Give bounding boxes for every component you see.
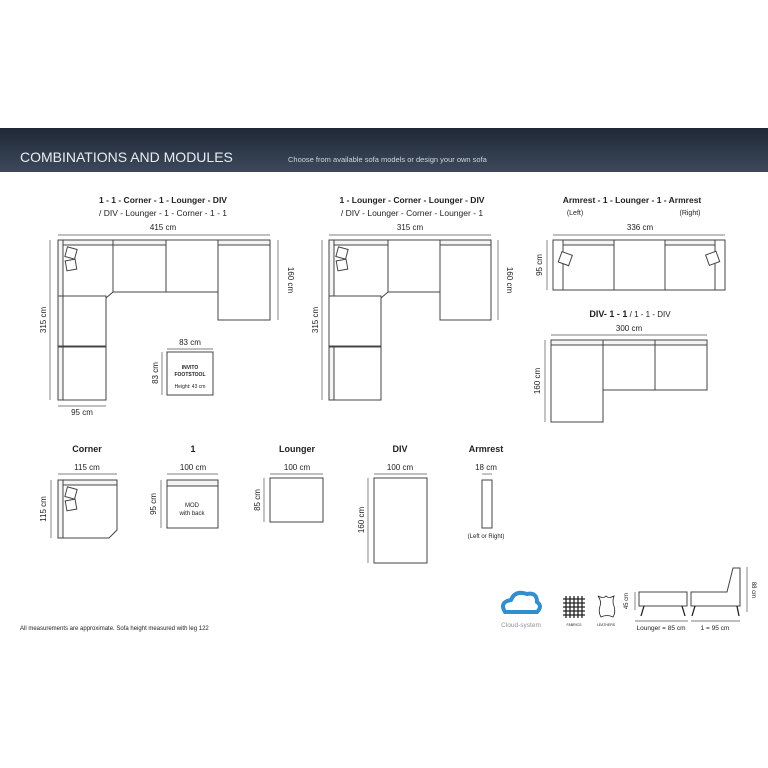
seat-height: 45 cm — [624, 593, 630, 609]
module-name: Armrest — [469, 444, 504, 454]
module-width: 100 cm — [387, 463, 414, 472]
fabrics-icon: FABRICS — [563, 596, 585, 627]
width-label: 300 cm — [616, 324, 643, 333]
module-depth: 85 cm — [253, 489, 262, 511]
right-label: (Right) — [679, 210, 700, 217]
combo-title: 1 - 1 - Corner - 1 - Lounger - DIV — [99, 195, 227, 205]
lounger-depth-label: 160 cm — [286, 267, 295, 294]
footstool-name2: FOOTSTOOL — [174, 372, 205, 378]
left-label: (Left) — [567, 210, 583, 217]
combo-title: 1 - Lounger - Corner - Lounger - DIV — [340, 195, 485, 205]
footer-note: All measurements are approximate. Sofa h… — [20, 626, 209, 632]
module-label: MOD — [185, 503, 200, 509]
module-name: 1 — [190, 444, 195, 454]
depth-label: 315 cm — [311, 307, 320, 334]
side-view-lounger: 45 cm Lounger = 85 cm — [624, 591, 688, 632]
leather-icon: LEATHERS — [597, 595, 616, 627]
module-width: 100 cm — [180, 463, 207, 472]
lounger-depth-label: 160 cm — [505, 267, 514, 294]
combo-3: Armrest - 1 - Lounger - 1 - Armrest (Lef… — [535, 195, 726, 291]
depth-label: 315 cm — [39, 307, 48, 334]
combo-subtitle: / DIV - Lounger - 1 - Corner - 1 - 1 — [99, 208, 227, 218]
footstool-name: INVITO — [182, 365, 199, 371]
depth-label: 95 cm — [535, 254, 544, 276]
module-width: 100 cm — [284, 463, 311, 472]
combo-4: DIV- 1 - 1 / 1 - 1 - DIV 300 cm 160 cm — [533, 309, 708, 423]
leathers-label: LEATHERS — [597, 623, 616, 627]
module-depth: 1 = 95 cm — [701, 625, 730, 632]
combo-2: 1 - Lounger - Corner - Lounger - DIV / D… — [311, 195, 514, 401]
modules-row: Corner 115 cm 115 cm 1 100 cm 95 cm MOD … — [39, 444, 505, 564]
combo-1: 1 - 1 - Corner - 1 - Lounger - DIV / DIV… — [39, 195, 295, 417]
module-name: DIV — [392, 444, 407, 454]
module-width: 18 cm — [475, 463, 497, 472]
arm-width-label: 95 cm — [71, 408, 93, 417]
width-label: 415 cm — [150, 223, 177, 232]
footstool-height: Height: 43 cm — [175, 384, 206, 390]
footstool: 83 cm 83 cm INVITO FOOTSTOOL Height: 43 … — [151, 338, 214, 396]
brand-logo: Cloud-system — [501, 590, 542, 629]
module-label: with back — [178, 511, 205, 517]
side-view-module: 88 cm 1 = 95 cm — [690, 567, 756, 632]
brand-name: Cloud-system — [501, 622, 541, 629]
width-label: 336 cm — [627, 223, 654, 232]
page-subtitle: Choose from available sofa models or des… — [288, 155, 488, 164]
module-depth: 115 cm — [39, 496, 48, 522]
header-banner: COMBINATIONS AND MODULES Choose from ava… — [0, 128, 768, 172]
depth-label: 160 cm — [533, 368, 542, 395]
footstool-width: 83 cm — [179, 338, 201, 347]
cloud-icon — [501, 590, 542, 614]
combo-title: Armrest - 1 - Lounger - 1 - Armrest — [563, 195, 702, 205]
combo-title: DIV- 1 - 1 / 1 - 1 - DIV — [589, 309, 671, 319]
lounger-depth: Lounger = 85 cm — [637, 625, 686, 632]
width-label: 315 cm — [397, 223, 424, 232]
module-depth: 160 cm — [357, 507, 366, 534]
module-name: Corner — [72, 444, 102, 454]
fabrics-label: FABRICS — [567, 623, 583, 627]
module-width: 115 cm — [74, 463, 100, 472]
footstool-depth: 83 cm — [151, 362, 160, 384]
back-height: 88 cm — [750, 582, 756, 598]
page-title: COMBINATIONS AND MODULES — [20, 149, 233, 165]
module-name: Lounger — [279, 444, 315, 454]
combo-subtitle: / DIV - Lounger - Corner - Lounger - 1 — [341, 208, 483, 218]
module-depth: 95 cm — [149, 493, 158, 515]
armrest-note: (Left or Right) — [468, 534, 505, 540]
